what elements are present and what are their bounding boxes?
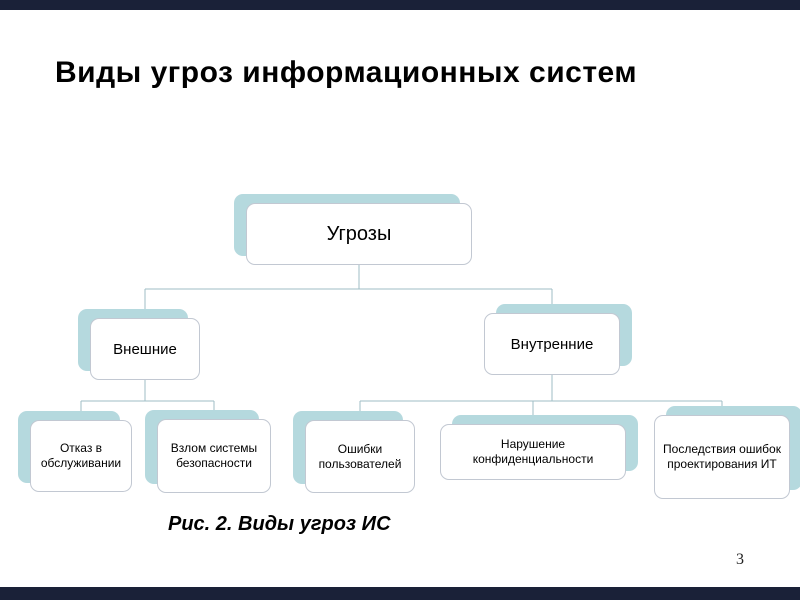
node-denial-of-service: Отказ в обслуживании xyxy=(18,411,132,492)
top-accent-bar xyxy=(0,0,800,10)
node-confidentiality-violation-label: Нарушение конфиденциальности xyxy=(472,437,594,466)
figure-caption: Рис. 2. Виды угроз ИС xyxy=(168,513,391,535)
node-internal: Внутренние xyxy=(484,304,632,375)
page-number: 3 xyxy=(736,551,744,568)
node-design-error-consequences-label: Последствия ошибок проектирования ИТ xyxy=(663,442,781,471)
node-security-breach: Взлом системы безопасности xyxy=(145,410,271,493)
node-design-error-consequences: Последствия ошибок проектирования ИТ xyxy=(654,406,800,499)
bottom-accent-bar xyxy=(0,587,800,600)
node-confidentiality-violation: Нарушение конфиденциальности xyxy=(440,415,638,480)
node-security-breach-label: Взлом системы безопасности xyxy=(170,441,258,470)
node-external: Внешние xyxy=(78,309,200,380)
node-user-errors: Ошибки пользователей xyxy=(293,411,415,493)
slide-title: Виды угроз информационных систем xyxy=(55,56,638,89)
node-user-errors-label: Ошибки пользователей xyxy=(318,441,402,471)
node-external-label: Внешние xyxy=(113,340,177,358)
node-internal-label: Внутренние xyxy=(510,335,594,353)
node-denial-of-service-label: Отказ в обслуживании xyxy=(40,441,122,470)
node-threats-label: Угрозы xyxy=(326,222,392,245)
node-threats: Угрозы xyxy=(234,194,472,265)
